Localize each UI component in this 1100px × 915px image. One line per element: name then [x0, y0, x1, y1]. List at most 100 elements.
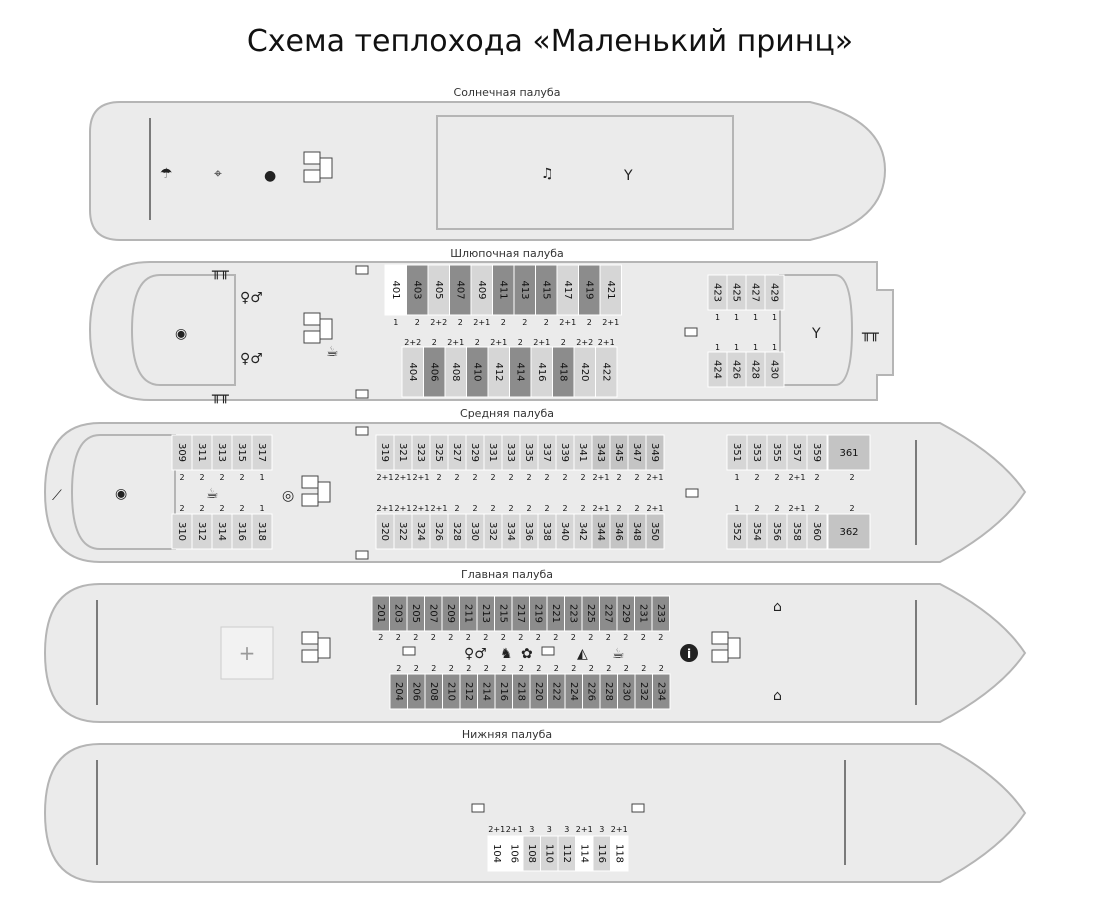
cabin-number: 209 [445, 604, 456, 623]
cabin-box[interactable] [827, 434, 871, 471]
cabin-box[interactable] [764, 351, 785, 388]
cabin-capacity: 2+1 [395, 473, 412, 482]
cabin-box[interactable] [645, 513, 665, 550]
cabin-capacity: 2 [501, 318, 506, 327]
cabin-box[interactable] [764, 274, 785, 311]
cocktail-icon: Y [811, 326, 821, 342]
cabin-box[interactable] [595, 346, 618, 398]
cabin-box[interactable] [652, 673, 671, 710]
cabin-number: 354 [751, 522, 762, 541]
cabin-capacity: 2 [571, 664, 576, 673]
cabin-box[interactable] [251, 513, 273, 550]
cabin-box[interactable] [827, 513, 871, 550]
cabin-capacity: 2 [508, 504, 513, 513]
cabin-box[interactable] [251, 434, 273, 471]
cabin-box[interactable] [610, 835, 629, 872]
cabin-capacity: 2 [544, 318, 549, 327]
cabin-box[interactable] [806, 513, 828, 550]
cabin-box[interactable] [806, 434, 828, 471]
cabin-box[interactable] [651, 595, 670, 632]
cabin-box[interactable] [599, 264, 622, 316]
cabin-box[interactable] [645, 434, 665, 471]
cabin-number: 332 [487, 522, 498, 541]
